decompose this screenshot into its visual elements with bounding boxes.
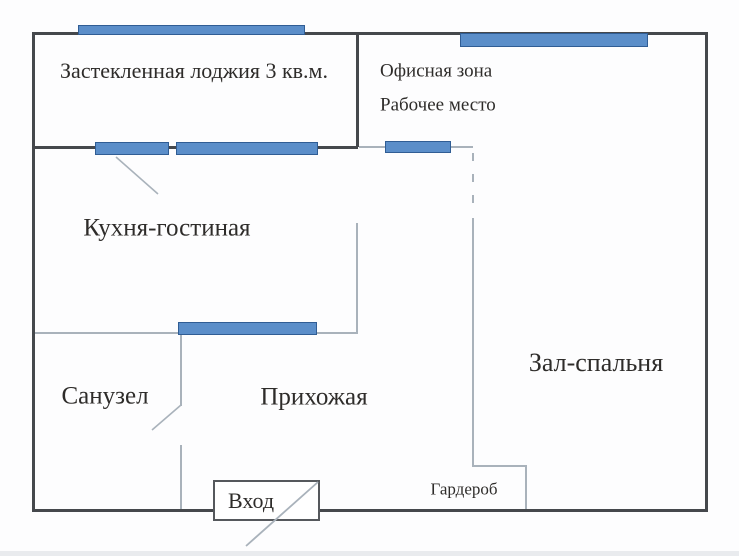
- wardrobe-label: Гардероб: [430, 479, 498, 499]
- kitchen-living-label: Кухня-гостиная: [83, 214, 251, 242]
- partition-office-dashed: [472, 153, 474, 211]
- wall-left: [32, 32, 35, 512]
- loggia-label: Застекленная лоджия 3 кв.м.: [60, 58, 328, 83]
- window-loggia-bottom-left: [95, 142, 169, 155]
- partition-bathroom-lower: [180, 445, 182, 511]
- partition-wardrobe-horizontal: [472, 465, 527, 467]
- wall-bottom: [32, 509, 708, 512]
- partition-office-left: [359, 146, 385, 148]
- office-zone-label: Офисная зона: [380, 60, 493, 82]
- entrance-label: Вход: [228, 487, 275, 513]
- bathroom-door-swing-line: [151, 404, 182, 431]
- bathroom-label: Санузел: [61, 382, 149, 410]
- window-kitchen-partition: [178, 322, 317, 335]
- window-loggia-top: [78, 25, 305, 35]
- wall-loggia-right: [356, 33, 359, 147]
- partition-kitchen-vertical: [356, 223, 358, 333]
- hallway-label: Прихожая: [260, 383, 368, 411]
- window-loggia-bottom-right: [176, 142, 318, 155]
- partition-bedroom-divider: [472, 218, 474, 466]
- workplace-label: Рабочее место: [380, 94, 496, 116]
- partition-wardrobe-vertical: [525, 465, 527, 511]
- wall-top: [32, 32, 708, 35]
- partition-office-right: [451, 146, 473, 148]
- entrance-door-box: Вход: [213, 480, 320, 521]
- page-bottom-strip: [0, 551, 739, 556]
- partition-bathroom-upper: [180, 333, 182, 406]
- loggia-door-swing-line: [115, 156, 159, 195]
- wall-right: [705, 32, 708, 512]
- hall-bedroom-label: Зал-спальня: [528, 348, 664, 377]
- window-office-partition: [385, 141, 451, 153]
- window-bedroom-top: [460, 33, 648, 47]
